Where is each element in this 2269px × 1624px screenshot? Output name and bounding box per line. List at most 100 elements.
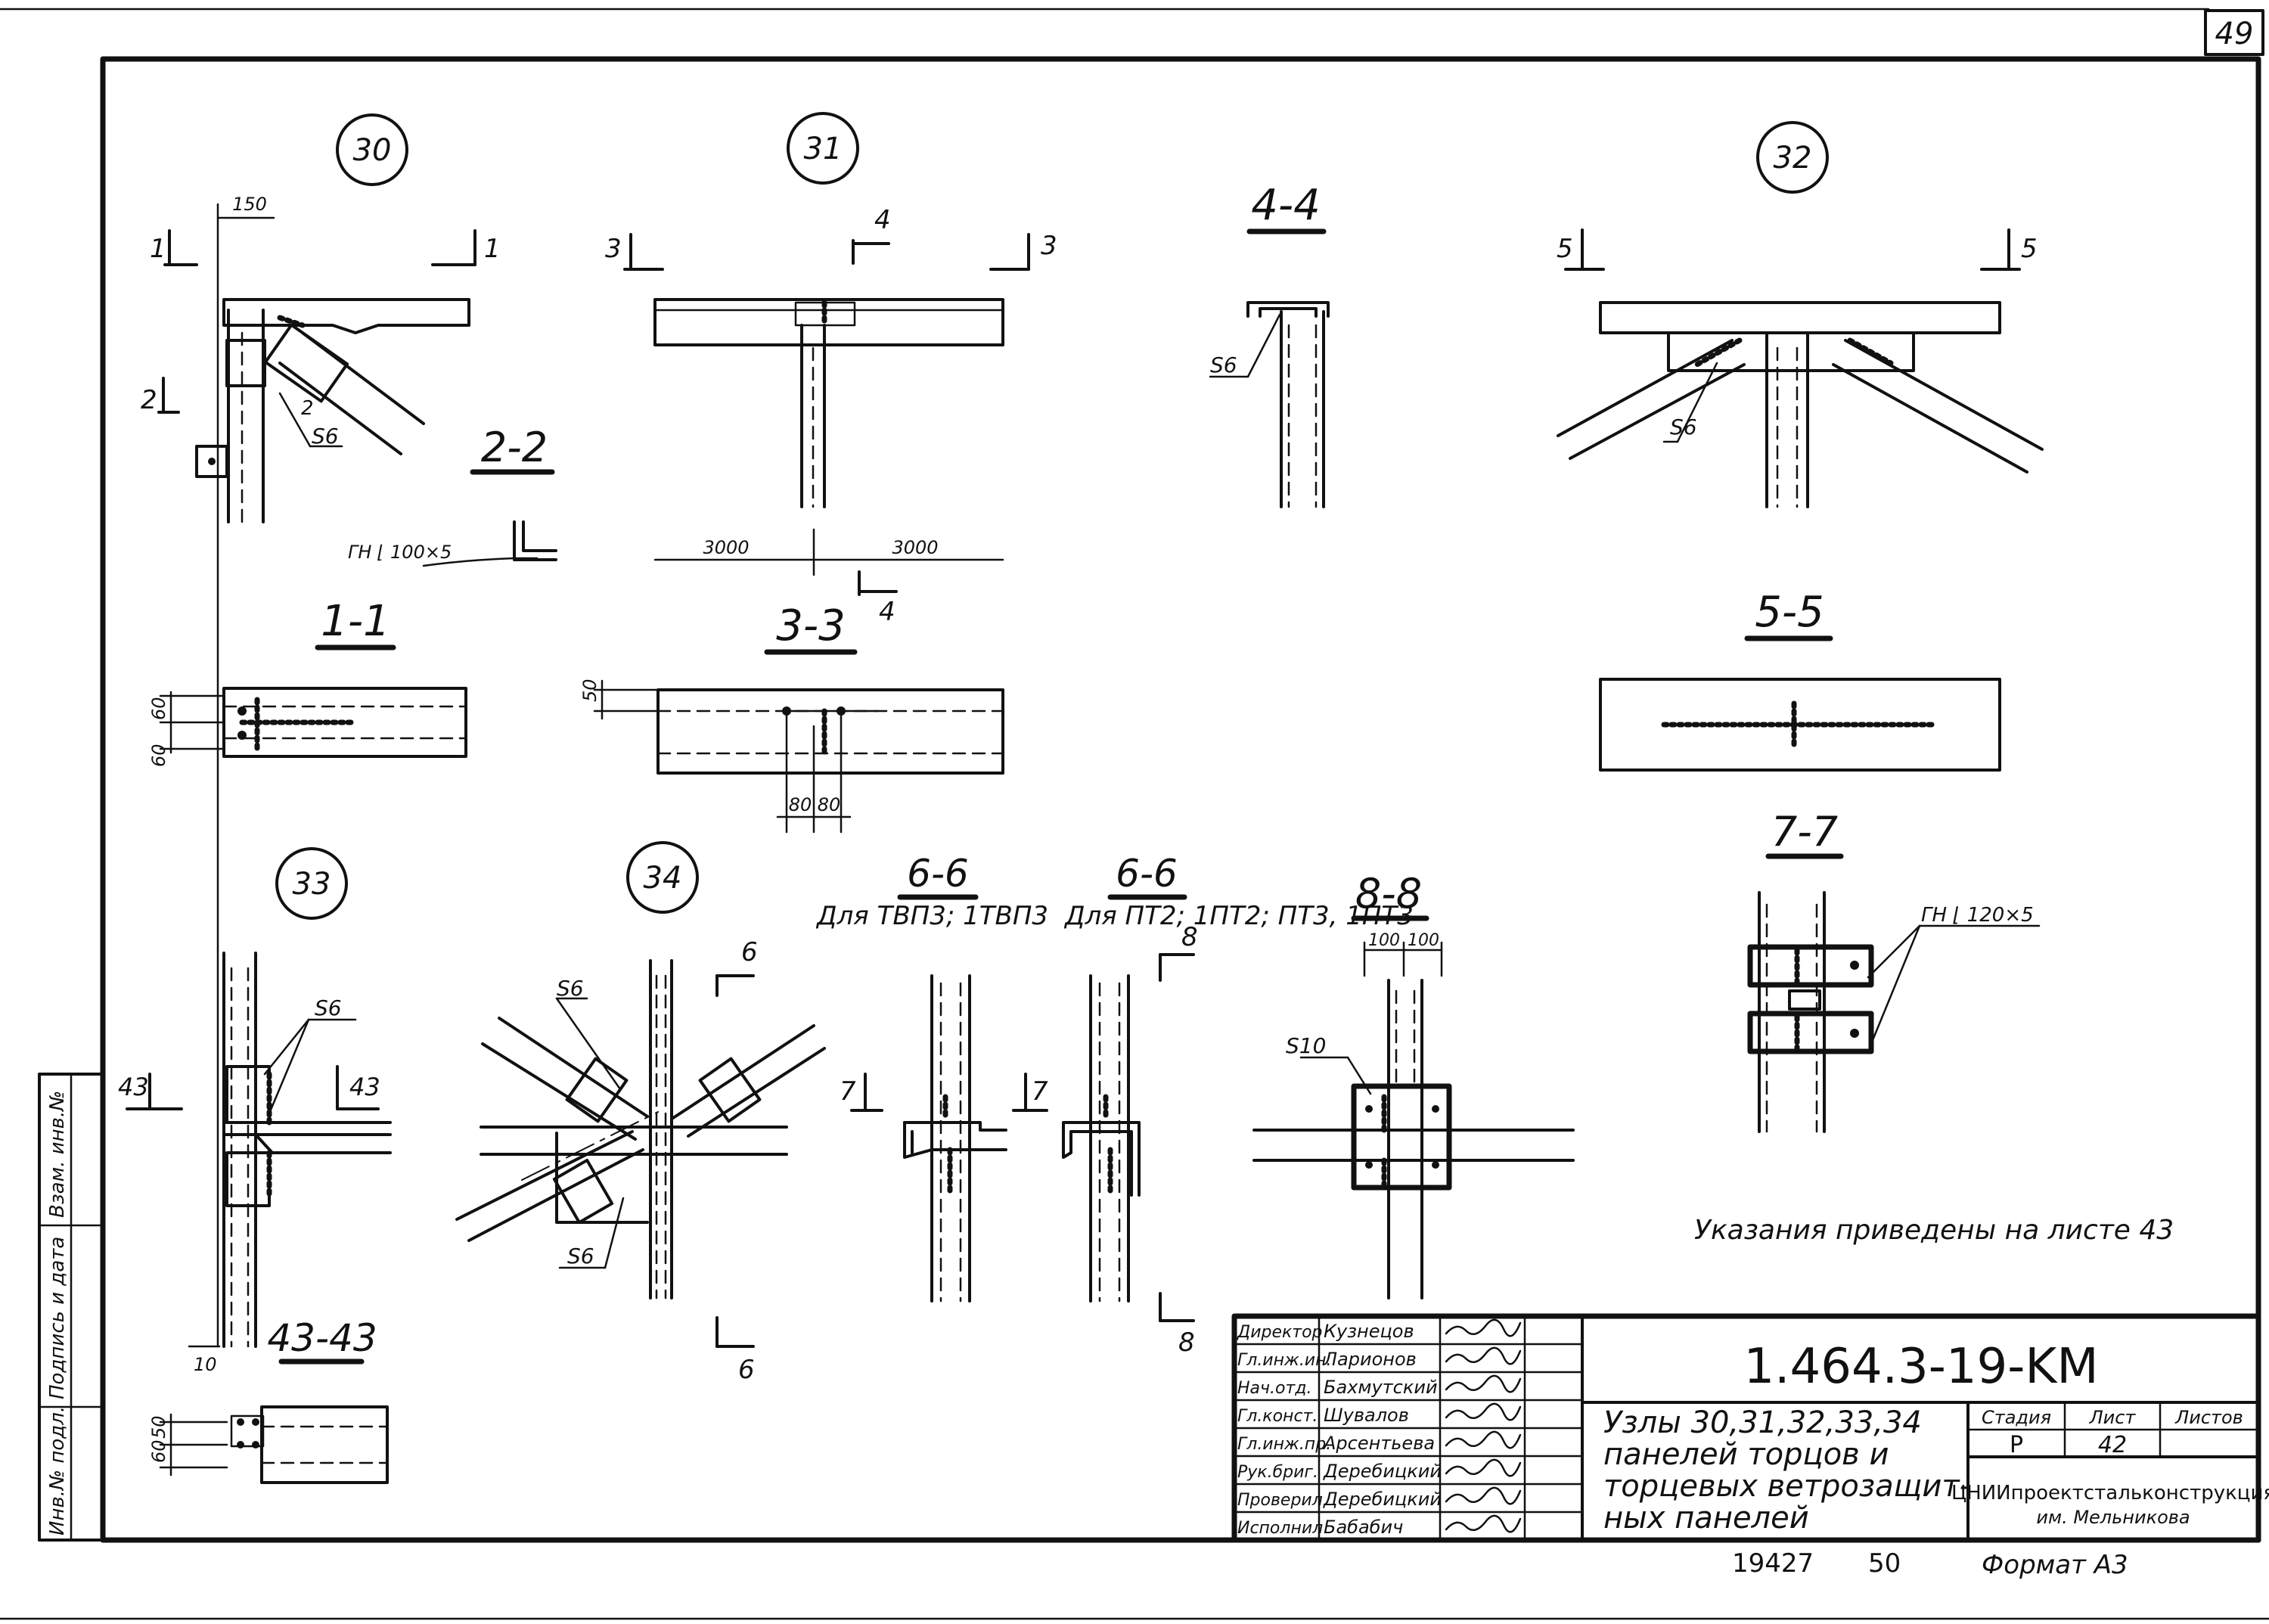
dim-80-left: 80 (789, 794, 812, 815)
signer-role: Рук.бриг. (1237, 1463, 1318, 1482)
cut-6-top: 6 (741, 937, 758, 967)
section-6-6-a-group: 6-6 Для ТВП3; 1ТВП3 7 (815, 852, 1048, 1303)
signature-scribble (1445, 1486, 1522, 1505)
dim-80-right: 80 (818, 794, 841, 815)
node-33-group: 33 S6 43 43 10 (118, 847, 392, 1375)
title-line-1: Узлы 30,31,32,33,34 (1603, 1405, 1922, 1440)
title-line-3: торцевых ветрозащит- (1603, 1469, 1970, 1504)
section-6-6-b-group: 6-6 Для ПТ2; 1ПТ2; ПТ3, 1ПТ3 7 8 8 (1012, 852, 1414, 1358)
section-3-3-group: 3-3 80 80 50 (579, 601, 1004, 834)
sheet-header: Лист (2089, 1407, 2137, 1428)
signer-role: Нач.отд. (1237, 1379, 1312, 1398)
cut-7-right: 7 (1032, 1076, 1048, 1107)
label-s6-section44: S6 (1210, 352, 1237, 377)
signature-scribble (1445, 1514, 1522, 1533)
sheets-header: Листов (2174, 1407, 2243, 1428)
archive-number-2: 50 (1868, 1548, 1901, 1579)
dim-150: 150 (232, 194, 267, 215)
section-2-2-title: 2-2 (481, 424, 548, 471)
node-32-circle (1756, 121, 1829, 194)
dim-50-b: 50 (148, 1415, 169, 1439)
cut-2-inner: 2 (301, 397, 314, 420)
cut-5-right: 5 (2021, 234, 2038, 264)
signer-role: Гл.инж.ин. (1237, 1351, 1331, 1370)
side-stamp-inv: Инв.№ подл. (46, 1406, 69, 1536)
notes-text: Указания приведены на листе 43 (1694, 1215, 2174, 1246)
section-4-4-group: 4-4 S6 (1209, 181, 1330, 508)
dim-100-right: 100 (1408, 931, 1439, 950)
section-8-8-group: 8-8 100 100 S10 (1252, 870, 1575, 1300)
org-subname: им. Мельникова (2036, 1507, 2190, 1528)
node-31-number: 31 (804, 132, 843, 166)
node-30-group: 30 150 1 1 2 2 S6 2-2 ГН ⌊ 100×5 (141, 113, 557, 1348)
dim-60-b: 60 (148, 744, 169, 767)
cut-3-left: 3 (605, 234, 622, 264)
side-stamp: Инв.№ подл. Подпись и дата Взам. инв.№ (38, 1073, 104, 1542)
dim-10: 10 (194, 1354, 217, 1375)
signature-scribble (1445, 1402, 1522, 1421)
signer-role: Директор (1237, 1323, 1323, 1342)
cut-43-right: 43 (349, 1073, 380, 1101)
cut-4-top: 4 (874, 205, 891, 235)
dim-100-left: 100 (1368, 931, 1400, 950)
section-43-43-group: 43-43 60 50 (148, 1316, 389, 1484)
sheet-value: 42 (2098, 1432, 2127, 1458)
section-7-7-group: 7-7 ГН ⌊ 120×5 (1747, 808, 2041, 1133)
section-1-1-title: 1-1 (321, 597, 390, 646)
dim-60-a: 60 (148, 697, 169, 720)
node-30-circle (336, 113, 408, 186)
title-block: 1.464.3-19-KM Узлы 30,31,32,33,34 панеле… (1231, 1313, 2269, 1580)
signer-name: Ларионов (1323, 1349, 1417, 1370)
section-4-4-title: 4-4 (1251, 181, 1320, 230)
section-8-8-title: 8-8 (1355, 870, 1422, 918)
section-1-1-group: 1-1 60 60 (148, 597, 467, 767)
dim-60-c: 60 (148, 1439, 169, 1463)
label-s6-node33: S6 (315, 995, 342, 1020)
signer-name: Деребицкий (1323, 1489, 1442, 1510)
outer-frame (100, 56, 2261, 1543)
org-name: ЦНИИпроектстальконструкция (1951, 1482, 2269, 1504)
cut-7-left: 7 (840, 1076, 856, 1107)
title-line-4: ных панелей (1603, 1501, 1809, 1536)
section-6-6-b-title: 6-6 (1116, 852, 1178, 896)
dim-3000-left: 3000 (703, 537, 749, 558)
node-33-circle (275, 847, 348, 920)
cut-4-bottom: 4 (879, 597, 895, 627)
cut-1-left: 1 (150, 234, 166, 264)
signer-name: Деребицкий (1323, 1461, 1442, 1482)
node-32-group: 32 5 5 S6 (1557, 121, 2044, 508)
section-7-7-title: 7-7 (1771, 808, 1838, 855)
node-32-number: 32 (1774, 141, 1812, 175)
section-5-5-title: 5-5 (1755, 588, 1824, 637)
label-s6-node34-bottom: S6 (567, 1244, 594, 1268)
page-number-box (2204, 9, 2264, 56)
dim-50: 50 (579, 678, 601, 702)
node-34-group: 34 S6 S6 6 6 (455, 841, 826, 1385)
cut-1-right: 1 (484, 234, 501, 264)
section-6-6-a-subtitle: Для ТВП3; 1ТВП3 (815, 901, 1048, 931)
cut-43-left: 43 (118, 1073, 149, 1101)
cut-8-bottom: 8 (1178, 1327, 1195, 1358)
cut-6-bottom: 6 (738, 1355, 755, 1385)
signer-name: Шувалов (1324, 1405, 1409, 1426)
signature-scribble (1445, 1374, 1522, 1393)
side-stamp-sign: Подпись и дата (46, 1237, 69, 1399)
signer-role: Исполнил (1237, 1519, 1323, 1538)
side-stamp-vzam: Взам. инв.№ (46, 1091, 69, 1218)
node-34-number: 34 (644, 861, 682, 896)
title-line-2: панелей торцов и (1603, 1437, 1889, 1472)
label-gn-100x5: ГН ⌊ 100×5 (348, 542, 452, 563)
node-34-circle (626, 841, 699, 914)
cut-3-right: 3 (1041, 231, 1057, 261)
signer-name: Бабабич (1324, 1517, 1403, 1538)
section-43-43-title: 43-43 (267, 1316, 377, 1360)
cut-2-left: 2 (141, 385, 157, 415)
format-label: Формат А3 (1982, 1550, 2128, 1580)
node-31-group: 31 3 3 4 3000 3000 4 (605, 112, 1057, 627)
node-33-number: 33 (293, 867, 331, 902)
signer-role: Гл.инж.пр. (1237, 1435, 1331, 1454)
label-s10: S10 (1286, 1033, 1326, 1058)
signer-role: Проверил (1237, 1491, 1323, 1510)
signature-scribble (1445, 1346, 1522, 1365)
signer-role: Гл.конст. (1237, 1407, 1318, 1426)
